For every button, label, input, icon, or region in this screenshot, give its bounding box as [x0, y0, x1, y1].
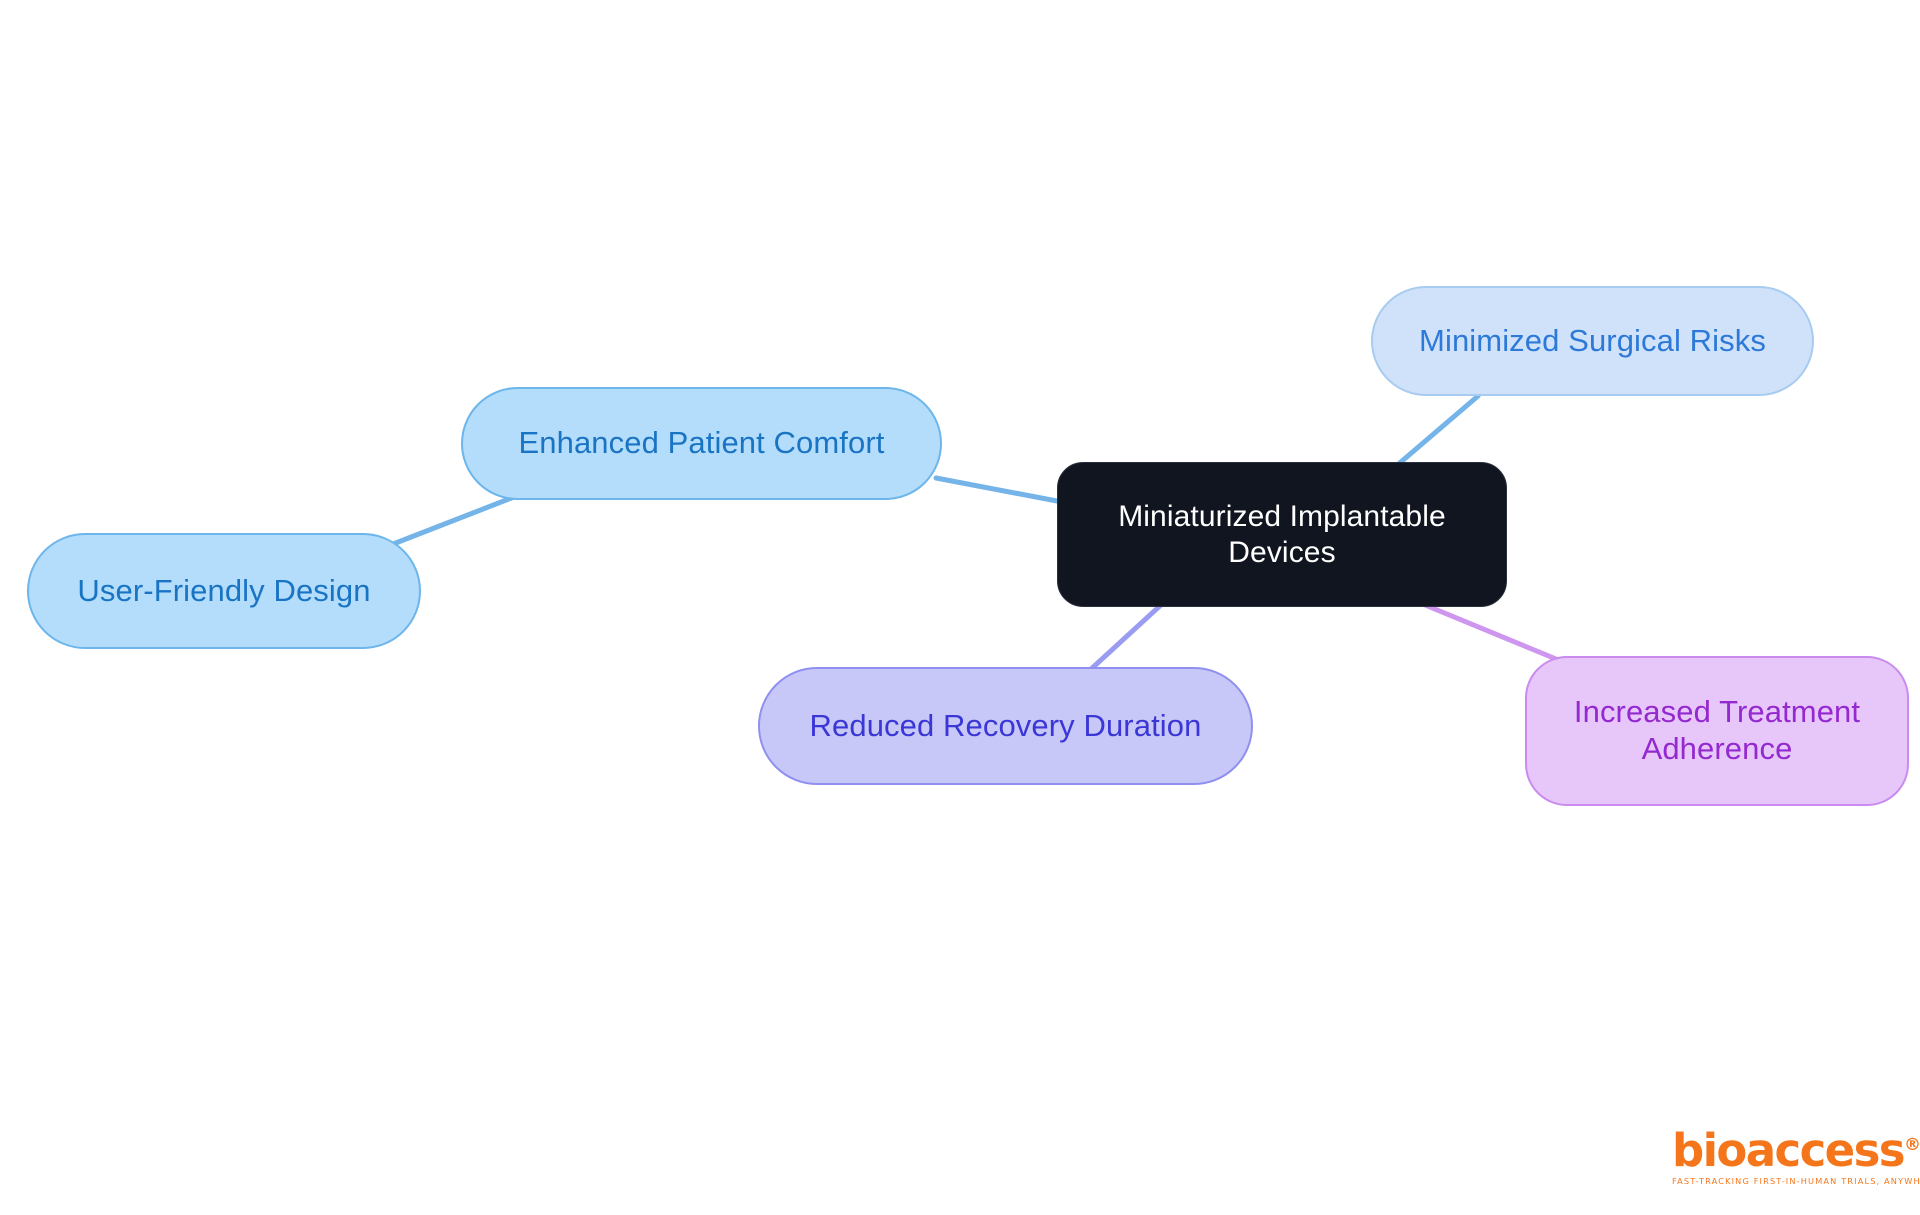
node-reduced-recovery-duration[interactable]: Reduced Recovery Duration	[758, 667, 1253, 785]
node-enhanced-patient-comfort[interactable]: Enhanced Patient Comfort	[461, 387, 942, 500]
node-label: Increased Treatment Adherence	[1573, 694, 1861, 766]
logo-wordmark: bioaccess®	[1672, 1128, 1920, 1173]
node-user-friendly-design[interactable]: User-Friendly Design	[27, 533, 421, 649]
edge-enhanced-patient-comfort-user-friendly-design	[385, 494, 517, 549]
bioaccess-logo: bioaccess® FAST-TRACKING FIRST-IN-HUMAN …	[1672, 1128, 1920, 1186]
node-label: User-Friendly Design	[77, 572, 371, 608]
node-label: Enhanced Patient Comfort	[518, 425, 885, 461]
registered-trademark-icon: ®	[1903, 1135, 1920, 1155]
node-increased-treatment-adherence[interactable]: Increased Treatment Adherence	[1525, 656, 1909, 806]
node-minimized-surgical-risks[interactable]: Minimized Surgical Risks	[1371, 286, 1814, 396]
logo-tagline: FAST-TRACKING FIRST-IN-HUMAN TRIALS, ANY…	[1672, 1176, 1920, 1186]
edge-root-minimized-surgical-risks	[1392, 393, 1481, 470]
node-label: Miniaturized Implantable Devices	[1118, 500, 1446, 569]
node-label: Reduced Recovery Duration	[809, 707, 1202, 743]
edge-root-increased-treatment-adherence	[1410, 597, 1559, 662]
node-label: Minimized Surgical Risks	[1419, 322, 1766, 358]
edge-root-reduced-recovery-duration	[1087, 601, 1165, 673]
logo-wordmark-text: bioaccess	[1672, 1124, 1906, 1177]
node-root[interactable]: Miniaturized Implantable Devices	[1057, 462, 1507, 607]
edge-root-enhanced-patient-comfort	[933, 475, 1060, 504]
